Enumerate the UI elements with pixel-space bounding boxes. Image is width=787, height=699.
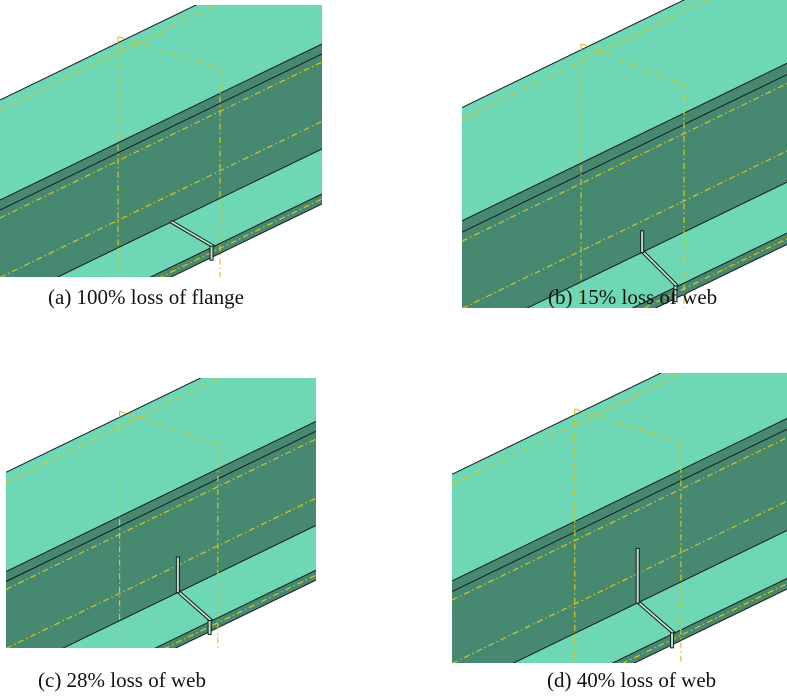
caption-d: (d) 40% loss of web [547, 668, 717, 692]
centerline-guide [0, 5, 218, 111]
web-cut [635, 547, 640, 604]
beam-edge-line [462, 62, 787, 222]
web-surface [462, 74, 787, 308]
beam-edge-line [0, 5, 198, 101]
flange-thickness-cut [670, 632, 675, 649]
top-flange-edge-face [462, 63, 787, 233]
beam-edge-line [0, 43, 322, 201]
top-flange-edge-face [6, 421, 316, 582]
centerline-guide [642, 238, 787, 308]
web-surface [6, 431, 316, 648]
section-box-guide [574, 408, 682, 663]
beam-geometry [0, 5, 322, 277]
panel-d [452, 373, 787, 663]
web-cut [640, 230, 645, 254]
beam-edge-line [462, 0, 686, 109]
beam-edge-line [174, 579, 316, 648]
beam-edge-line [631, 232, 787, 308]
flange-thickness-cut [207, 620, 212, 635]
centerline-guide [6, 378, 223, 483]
centerline-guide [6, 497, 316, 648]
centerline-guide [6, 438, 316, 590]
beam-edge-line [6, 378, 202, 473]
centerline-guide [159, 198, 322, 277]
web-surface [452, 429, 787, 663]
beam-geometry [462, 0, 787, 308]
section-box-guide [117, 36, 119, 277]
section-box-guide [119, 411, 121, 648]
top-flange-surface [462, 0, 787, 221]
flange-thickness-cut [209, 245, 214, 261]
beam-edge-line [512, 529, 787, 663]
beam-geometry [6, 378, 316, 648]
top-flange-surface [0, 5, 322, 200]
centerline-guide [0, 61, 322, 219]
centerline-guide [0, 120, 322, 277]
top-flange-surface [6, 378, 316, 572]
beam-edge-line [526, 181, 787, 308]
beam-edge-line [56, 148, 322, 277]
beam-model-28pct-web-loss [6, 378, 316, 648]
beam-edge-line [611, 577, 787, 663]
caption-b: (b) 15% loss of web [548, 285, 718, 309]
beam-edge-line [462, 74, 787, 233]
panel-b [462, 0, 787, 308]
web-cut [175, 556, 180, 594]
beam-edge-line [149, 193, 322, 277]
top-flange-surface [452, 373, 787, 581]
beam-edge-line [452, 418, 787, 582]
beam-edge-line [6, 430, 316, 582]
beam-edge-line [452, 428, 787, 593]
top-flange-edge-face [452, 418, 787, 592]
beam-edge-line [452, 373, 663, 475]
beam-model-100pct-flange-loss [0, 5, 322, 277]
panel-c [6, 378, 316, 648]
beam-model-15pct-web-loss [462, 0, 787, 308]
beam-edge-line [654, 243, 787, 308]
beam-edge-line [633, 588, 787, 663]
beam-edge-line [170, 203, 322, 277]
flange-cut [169, 219, 215, 248]
beam-edge-line [0, 53, 322, 211]
centerline-guide [462, 0, 709, 120]
section-box-guide [119, 410, 219, 648]
beam-geometry [452, 373, 787, 663]
panel-a [0, 5, 322, 277]
top-flange-edge-face [0, 43, 322, 210]
section-box-guide [580, 43, 685, 308]
beam-edge-line [154, 569, 316, 648]
beam-model-40pct-web-loss [452, 373, 787, 663]
beam-edge-line [6, 420, 316, 573]
section-box-guide [117, 36, 221, 277]
caption-c: (c) 28% loss of web [38, 668, 206, 692]
flange-thickness-cut [673, 285, 678, 303]
centerline-guide [462, 83, 787, 242]
beam-edge-line [62, 525, 316, 648]
centerline-guide [462, 150, 787, 308]
web-surface [0, 53, 322, 277]
caption-a: (a) 100% loss of flange [48, 285, 244, 309]
centerline-guide [164, 574, 316, 648]
